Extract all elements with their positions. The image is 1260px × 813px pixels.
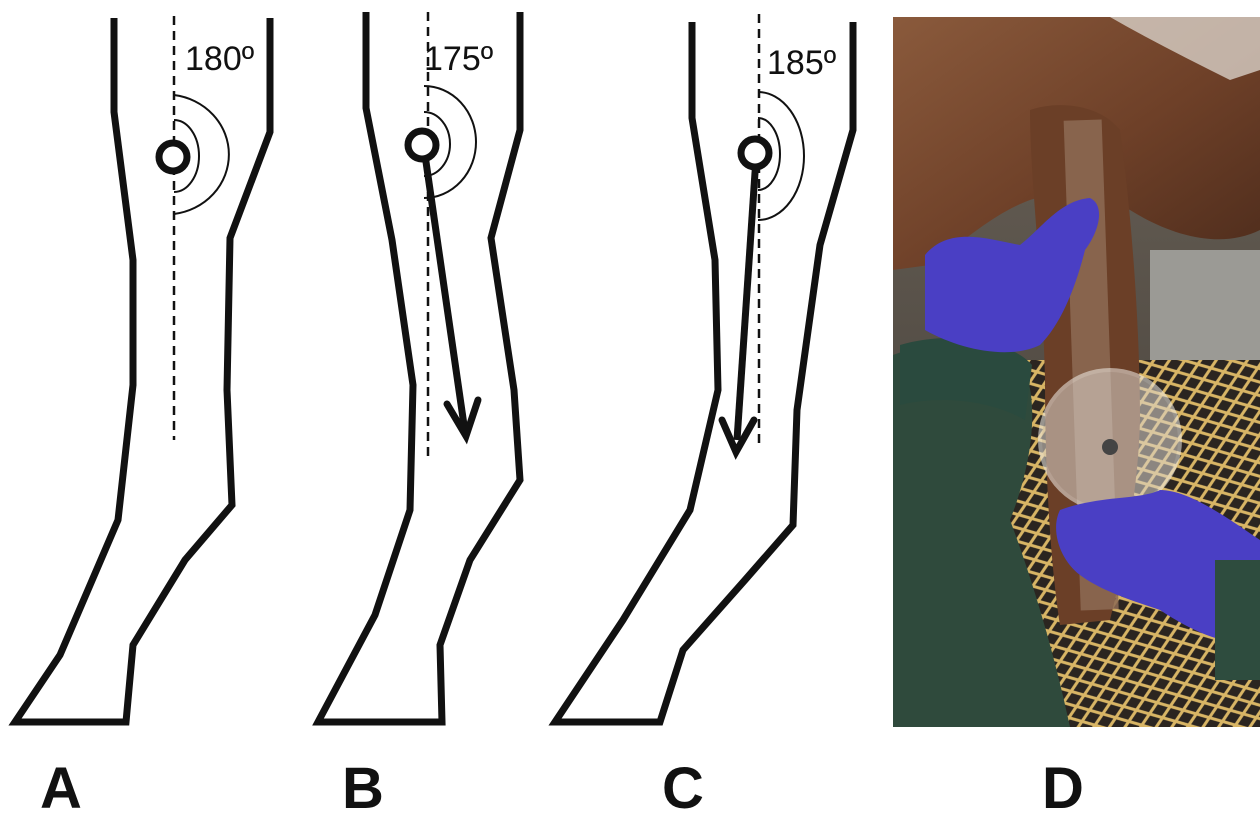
panel-a-letter: A xyxy=(40,756,82,813)
panel-d-letter: D xyxy=(1042,756,1084,813)
panel-b-letter: B xyxy=(342,756,384,813)
panel-a-leg-outline-left xyxy=(15,18,270,722)
panel-b-angle-label: 175º xyxy=(424,40,493,78)
panel-c-joint-marker xyxy=(741,139,769,167)
panel-b-joint-marker xyxy=(408,131,436,159)
goniometer-pivot xyxy=(1102,439,1118,455)
panel-a-joint-marker xyxy=(159,143,187,171)
panel-b-leg-outline xyxy=(318,12,520,722)
panel-c-angle-label: 185º xyxy=(767,44,836,82)
panel-b: 175º B xyxy=(318,12,520,813)
panel-d-photo: D xyxy=(893,17,1260,813)
metal-bucket xyxy=(1150,250,1260,360)
panel-c-letter: C xyxy=(662,756,704,813)
panel-b-limb-axis-arrow-shaft xyxy=(424,148,465,432)
panel-a: 180º A xyxy=(15,16,270,813)
panel-a-angle-label: 180º xyxy=(185,40,254,78)
green-sleeve-right xyxy=(1215,560,1260,680)
panel-c-leg-outline xyxy=(555,22,853,722)
panel-c-limb-axis-arrow-shaft xyxy=(737,158,756,440)
panel-c: 185º C xyxy=(555,14,853,813)
